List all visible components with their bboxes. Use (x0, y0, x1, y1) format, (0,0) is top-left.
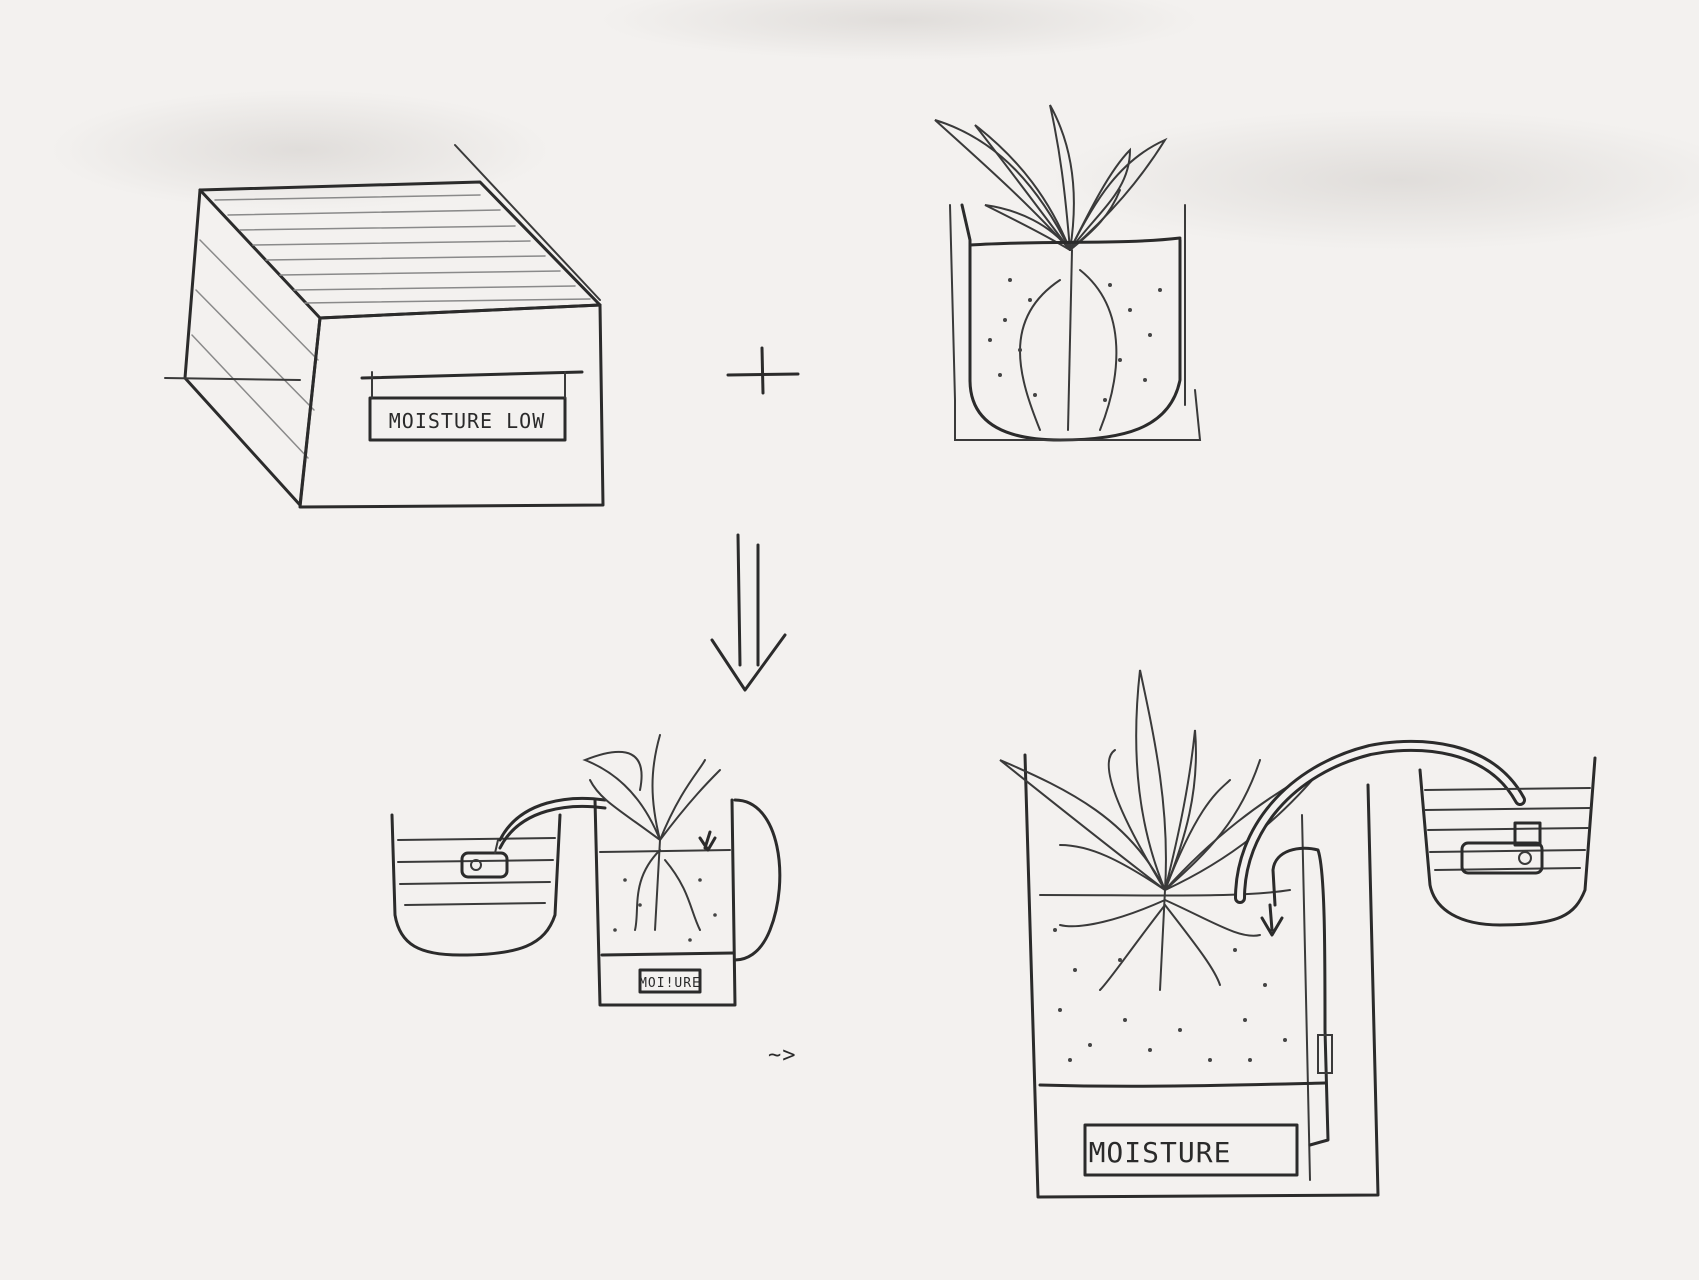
small-assembly: MOI!URE (392, 735, 780, 1005)
small-plant-leaves (585, 735, 720, 930)
double-down-arrow (712, 535, 785, 690)
large-plant-leaves (1000, 670, 1325, 890)
box-display-label: MOISTURE LOW (389, 409, 546, 433)
plus-sign (728, 348, 798, 393)
small-display-label: MOI!URE (639, 976, 701, 991)
small-pot: MOI!URE (585, 735, 780, 1005)
small-reservoir (392, 815, 560, 955)
large-display-label: MOISTURE (1089, 1136, 1232, 1169)
paper-shading (50, 0, 1699, 250)
stray-mark: ~> (768, 1043, 797, 1068)
large-plant-roots (1060, 890, 1260, 990)
small-pot-soil (613, 878, 717, 942)
large-assembly: MOISTURE (1000, 670, 1595, 1197)
large-pot-soil (1053, 928, 1287, 1062)
pot-soil (988, 278, 1162, 402)
